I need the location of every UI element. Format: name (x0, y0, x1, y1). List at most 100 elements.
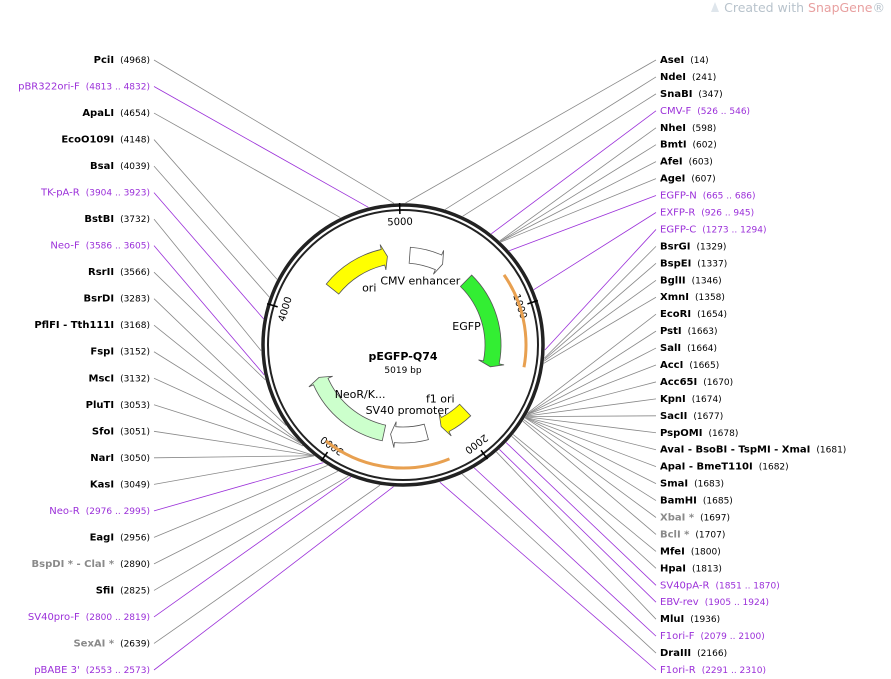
leader-line (153, 462, 324, 512)
site-position: (1663) (688, 327, 718, 337)
site-position: (3904 .. 3923) (86, 188, 150, 198)
leader-line (525, 416, 657, 451)
site-position: (1905 .. 1924) (705, 598, 769, 608)
enzyme-label: BsaI (4039) (90, 161, 150, 172)
enzyme-label: BmtI(602) (660, 140, 717, 151)
site-name: XmnI (660, 292, 689, 303)
site-name: BsrDI (84, 294, 115, 305)
leader-line (153, 59, 395, 204)
enzyme-label: ApaLI(4654) (82, 108, 150, 119)
site-name: BsaI (90, 161, 114, 172)
enzyme-label: XmnI(1358) (660, 292, 725, 303)
leader-line (153, 484, 381, 644)
site-position: (1678) (708, 428, 738, 438)
site-name: PstI (660, 326, 682, 337)
enzyme-label: SexAI *(2639) (73, 638, 150, 649)
enzyme-label: BstBI(3732) (84, 214, 150, 225)
site-position: (2553 .. 2573) (86, 666, 150, 676)
enzyme-label: PflFI - Tth111I(3168) (34, 320, 150, 331)
site-name: Acc65I (660, 377, 697, 388)
leader-line (525, 416, 657, 434)
site-position: (4039) (120, 162, 150, 172)
site-position: (1681) (816, 445, 846, 455)
snapgene-watermark: Created with SnapGene® (710, 0, 885, 15)
site-position: (1665) (689, 361, 719, 371)
feature-label: f1 ori (426, 392, 455, 405)
site-name: SnaBI (660, 89, 692, 100)
leader-line (153, 404, 314, 456)
site-name: NarI (90, 453, 114, 464)
site-position: (1697) (700, 513, 730, 523)
leader-line (153, 475, 349, 591)
site-position: (1346) (692, 276, 722, 286)
leader-line (525, 417, 657, 468)
site-position: (526 .. 546) (697, 106, 750, 116)
site-position: (3050) (120, 453, 150, 463)
site-name: SfoI (92, 426, 114, 437)
site-name: EagI (90, 532, 114, 543)
tick-label: 4000 (277, 296, 295, 324)
site-name: AvaI - BsoBI - TspMI - XmaI (660, 445, 810, 456)
site-position: (1654) (697, 310, 727, 320)
site-name: EGFP-C (660, 224, 696, 235)
primer-label: F1ori-F(2079 .. 2100) (660, 631, 765, 642)
site-position: (1683) (694, 479, 724, 489)
site-name: Neo-R (49, 506, 80, 517)
leader-line (153, 245, 265, 376)
primer-label: EBV-rev (1905 .. 1924) (660, 597, 769, 608)
primer-label: pBABE 3' (2553 .. 2573) (34, 665, 150, 676)
site-position: (3051) (120, 427, 150, 437)
site-position: (4813 .. 4832) (86, 82, 150, 92)
site-name: pBR322ori-F (18, 82, 80, 93)
enzyme-label: EcoRI(1654) (660, 309, 727, 320)
site-position: (1851 .. 1870) (715, 581, 779, 591)
primer-label: TK-pA-R(3904 .. 3923) (40, 188, 150, 199)
site-name: SalI (660, 343, 681, 354)
site-name: Neo-F (50, 241, 80, 252)
site-position: (1329) (696, 242, 726, 252)
feature-label: CMV enhancer (380, 274, 460, 287)
site-position: (2976 .. 2995) (86, 506, 150, 516)
site-position: (2800 .. 2819) (86, 612, 150, 622)
site-name: PluTI (86, 400, 114, 411)
enzyme-label: Acc65I(1670) (660, 377, 733, 388)
tick-label: 5000 (387, 217, 413, 229)
leader-line (524, 417, 657, 484)
leader-line (153, 165, 270, 298)
site-name: EXFP-R (660, 208, 695, 219)
enzyme-label: BglII(1346) (660, 275, 722, 286)
watermark-brand: SnapGene (808, 0, 873, 15)
site-name: MfeI (660, 546, 685, 557)
site-position: (2956) (120, 533, 150, 543)
leader-line (509, 195, 657, 252)
site-position: (3152) (120, 347, 150, 357)
site-name: ApaLI (82, 108, 114, 119)
site-position: (1664) (687, 344, 717, 354)
site-position: (1273 .. 1294) (702, 225, 766, 235)
leader-line (153, 476, 352, 618)
leader-line (491, 110, 657, 235)
site-name: EBV-rev (660, 597, 699, 608)
site-name: pBABE 3' (34, 665, 80, 676)
leader-line (526, 364, 657, 416)
site-name: MscI (89, 373, 115, 384)
feature-arrow (408, 246, 445, 275)
site-name: KasI (90, 479, 114, 490)
enzyme-label: MfeI(1800) (660, 546, 721, 557)
site-name: SexAI * (73, 638, 114, 649)
leader-line (439, 481, 657, 671)
leader-line (153, 377, 304, 447)
leader-line (153, 86, 369, 208)
leader-line (523, 419, 657, 518)
site-name: ApaI - BmeT110I (660, 462, 753, 473)
feature-arrow (308, 375, 387, 442)
enzyme-label: NarI (3050) (90, 453, 150, 464)
leader-line (444, 76, 657, 210)
snapgene-logo-icon (711, 2, 720, 12)
site-name: DraIII (660, 648, 691, 659)
site-position: (3586 .. 3605) (86, 241, 150, 251)
leader-line (153, 470, 339, 565)
enzyme-label: SmaI(1683) (660, 479, 724, 490)
site-position: (2166) (697, 649, 727, 659)
